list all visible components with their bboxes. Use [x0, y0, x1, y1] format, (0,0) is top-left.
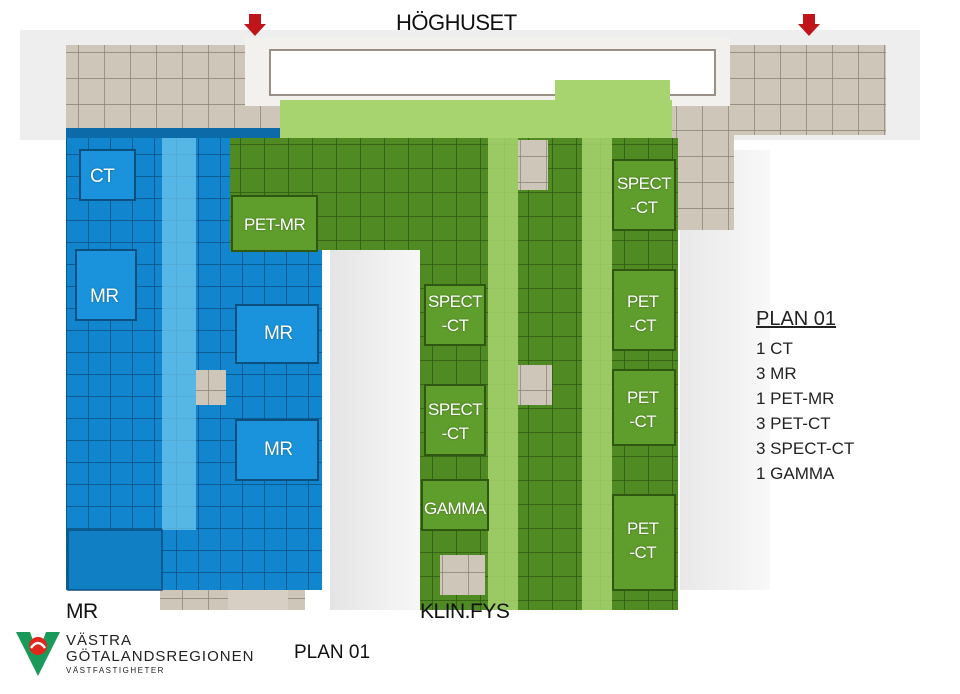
section-label-mr: MR	[66, 600, 98, 623]
room-label-mr: MR	[264, 439, 293, 460]
room-label-ct: CT	[90, 166, 115, 187]
legend-item: 1 GAMMA	[756, 464, 835, 483]
klinfys-area	[230, 135, 678, 610]
room-label-pet-ct: PET -CT	[627, 292, 659, 335]
legend-item: 3 MR	[756, 364, 797, 383]
section-label-klinfys: KLIN.FYS	[420, 600, 510, 623]
down-arrow-icon	[244, 14, 266, 36]
room-label-pet-ct: PET -CT	[627, 388, 659, 431]
legend: PLAN 01 1 CT 3 MR 1 PET-MR 3 PET-CT 3 SP…	[756, 307, 854, 486]
vgr-logo-icon	[16, 632, 60, 676]
down-arrow-icon	[798, 14, 820, 36]
room-label-spect-ct: SPECT -CT	[428, 292, 483, 335]
footer-plan-label: PLAN 01	[294, 642, 371, 663]
room-label-pet-mr: PET-MR	[244, 215, 306, 234]
legend-title: PLAN 01	[756, 308, 837, 330]
room-label-pet-ct: PET -CT	[627, 519, 659, 562]
mr-area	[66, 128, 326, 591]
room-label-spect-ct: SPECT -CT	[428, 400, 483, 443]
room-label-gamma: GAMMA	[424, 499, 486, 518]
room-label-mr: MR	[90, 286, 119, 307]
room-label-spect-ct: SPECT -CT	[617, 174, 672, 217]
org-name-line2: GÖTALANDSREGIONEN	[66, 648, 255, 665]
legend-item: 1 CT	[756, 339, 793, 358]
room-label-mr: MR	[264, 323, 293, 344]
building-label-hoghuset: HÖGHUSET	[396, 10, 517, 35]
org-name-line3: VÄSTFASTIGHETER	[66, 666, 165, 675]
org-name-line1: VÄSTRA	[66, 632, 133, 649]
legend-item: 3 PET-CT	[756, 414, 831, 433]
legend-item: 3 SPECT-CT	[756, 439, 855, 458]
legend-item: 1 PET-MR	[756, 389, 835, 408]
